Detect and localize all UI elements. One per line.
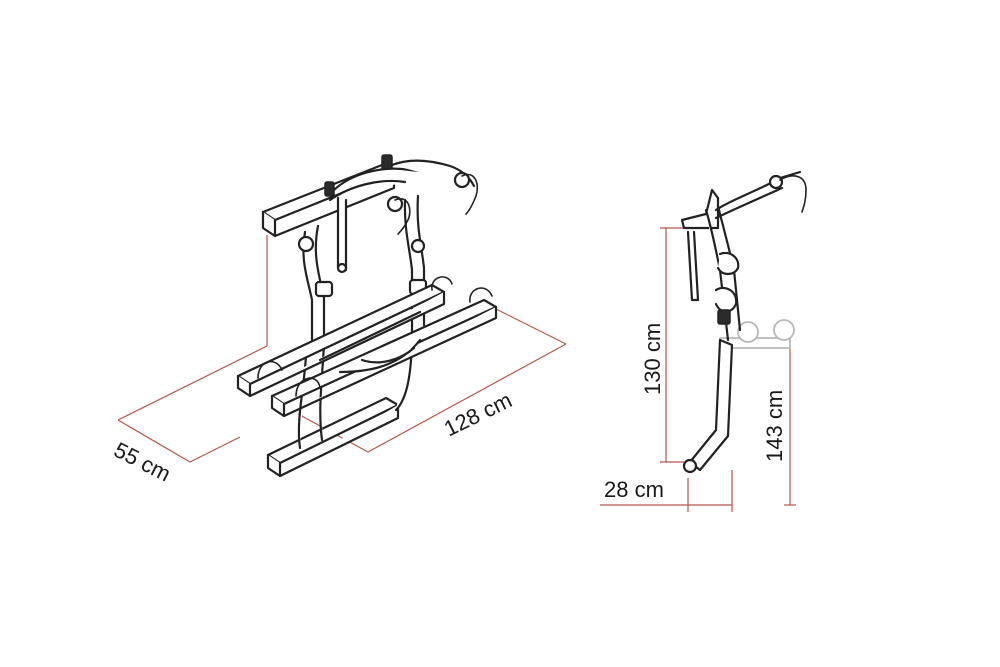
total-height-dimension bbox=[784, 338, 796, 506]
side-view: 130 cm 28 cm 143 cm bbox=[600, 170, 807, 512]
rack-side-drawing bbox=[680, 170, 807, 474]
depth-label: 55 cm bbox=[110, 437, 175, 486]
total-height-label: 143 cm bbox=[762, 390, 787, 462]
depth-dimension bbox=[117, 235, 268, 463]
perspective-view: 55 cm 128 cm bbox=[110, 154, 567, 487]
rack-perspective-drawing bbox=[236, 154, 498, 478]
rack-height-label: 130 cm bbox=[640, 323, 665, 395]
offset-label: 28 cm bbox=[604, 477, 664, 502]
width-label: 128 cm bbox=[440, 387, 516, 441]
offset-dimension bbox=[600, 470, 733, 512]
